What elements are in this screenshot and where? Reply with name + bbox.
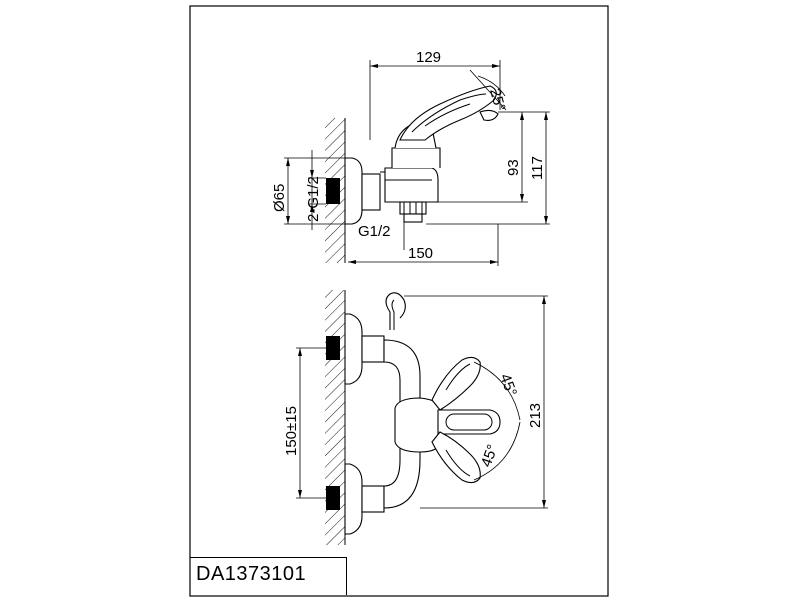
dim-height-213: 213 — [527, 403, 544, 428]
dim-centers: 150±15 — [283, 406, 300, 456]
mixer-body-side — [384, 167, 439, 203]
dim-inlet-thread: 2-G1/2 — [305, 176, 322, 222]
upper-flange — [344, 313, 363, 385]
lever-lower — [431, 431, 481, 484]
dim-height-93: 93 — [505, 159, 522, 176]
lower-flange — [344, 463, 363, 535]
dim-angle-upper-45: 45° — [496, 372, 520, 399]
dim-outlet-thread: G1/2 — [358, 223, 391, 240]
side-view: 129 25° 93 117 Ø65 2-G1/2 G1/2 — [271, 49, 550, 266]
dim-width-129: 129 — [416, 49, 441, 66]
lever-center — [437, 409, 501, 435]
shower-hook — [385, 292, 406, 330]
lever-upper — [431, 356, 481, 411]
dim-angle-25: 25° — [486, 87, 508, 113]
wall-flange-top — [344, 157, 363, 225]
dim-diameter-65: Ø65 — [271, 184, 288, 212]
inlet-connector — [326, 178, 340, 204]
title-block — [190, 557, 347, 595]
dim-angle-lower-45: 45° — [478, 442, 502, 469]
dim-depth-150: 150 — [408, 245, 433, 262]
model-code: DA1373101 — [196, 563, 307, 585]
sheet-frame — [189, 5, 609, 597]
dim-height-117: 117 — [529, 156, 546, 180]
front-view: 45° 45° 150±15 213 — [283, 290, 548, 545]
lower-inlet-grip — [326, 486, 340, 510]
upper-inlet-grip — [326, 336, 340, 360]
